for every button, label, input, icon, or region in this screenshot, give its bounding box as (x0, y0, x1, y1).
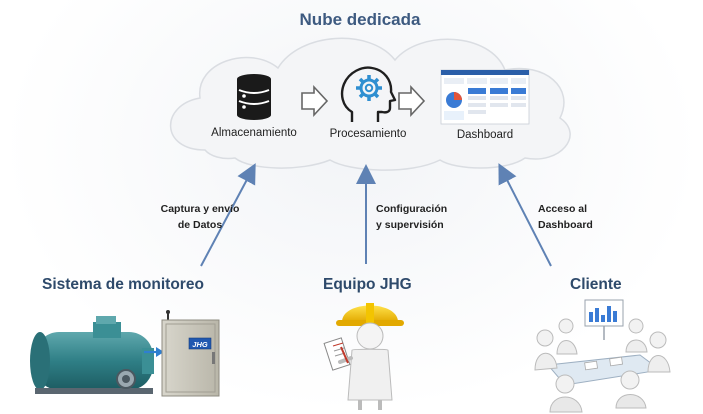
edge-label-acceso-line1: Acceso al (538, 203, 588, 215)
boiler-icon (30, 316, 154, 394)
arrow-cliente-to-dashboard (498, 163, 552, 267)
edge-label-captura: Captura y envío de Datos (140, 201, 260, 233)
flow-arrow-icon (398, 84, 426, 118)
meeting-icon (534, 299, 671, 413)
actor-label-sistema: Sistema de monitoreo (42, 276, 204, 293)
node-label-almacenamiento: Almacenamiento (211, 127, 297, 139)
worker-icon (323, 303, 404, 410)
cloud-title: Nube dedicada (299, 10, 421, 29)
head-gear-icon (340, 66, 397, 122)
flow-arrow-icon (301, 84, 329, 118)
edge-label-config-line2: y supervisión (376, 219, 444, 231)
node-label-dashboard: Dashboard (456, 129, 514, 141)
panel-badge-text: JHG (192, 340, 208, 349)
boiler-to-panel-arrow-icon (144, 347, 164, 357)
arrow-sistema-to-almacenamiento (200, 163, 256, 267)
edge-label-configuracion: Configuración y supervisión (376, 201, 486, 233)
dashboard-screenshot-icon (440, 69, 530, 125)
database-icon (237, 74, 271, 120)
edge-label-acceso: Acceso al Dashboard (538, 201, 628, 233)
edge-label-config-line1: Configuración (376, 203, 448, 215)
actor-label-cliente: Cliente (570, 276, 622, 293)
control-panel-icon (161, 310, 220, 397)
node-label-procesamiento: Procesamiento (329, 128, 407, 140)
edge-label-captura-line2: de Datos (177, 219, 223, 231)
edge-label-acceso-line2: Dashboard (538, 219, 593, 231)
actor-label-equipo: Equipo JHG (323, 276, 412, 293)
edge-label-captura-line1: Captura y envío (160, 203, 240, 215)
